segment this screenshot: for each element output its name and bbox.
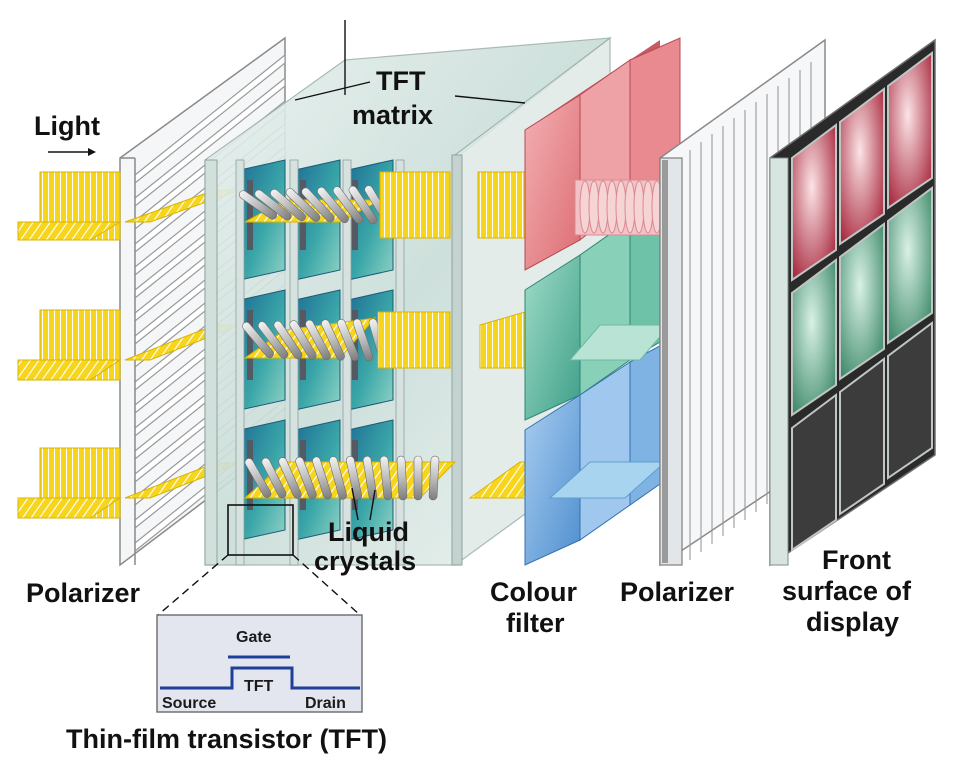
liquid-crystal-rod: [336, 319, 360, 361]
inset-gate-label: Gate: [236, 629, 272, 646]
liquid-crystals-label-1: Liquid: [328, 517, 409, 547]
tft-electrode: [352, 310, 358, 380]
liquid-crystal-rod: [428, 455, 440, 501]
tft-electrode: [247, 310, 253, 380]
tft-inset: Gate TFT Source Drain: [156, 614, 363, 713]
display-pixel: [839, 87, 885, 246]
liquid-crystal-rod: [317, 186, 349, 224]
liquid-crystal-rod: [352, 318, 374, 362]
colour-filter-label-2: filter: [506, 608, 565, 638]
liquid-crystal-rod: [242, 321, 274, 359]
liquid-crystal-rod: [285, 188, 321, 222]
colour-filter-label-1: Colour: [490, 577, 577, 607]
tft-electrode: [247, 440, 253, 510]
display-pixel: [791, 393, 837, 552]
inset-drain-label: Drain: [305, 695, 346, 712]
liquid-crystal-rod: [345, 456, 363, 500]
display-pixel: [839, 357, 885, 516]
liquid-crystal-rod: [332, 186, 364, 224]
front-display: [769, 38, 936, 567]
front-surface-label-2: surface of: [782, 576, 912, 606]
electrode-strip: [342, 159, 352, 566]
display-pixel: [887, 51, 933, 210]
caption: Thin-film transistor (TFT): [66, 724, 387, 754]
liquid-crystal-rod: [289, 320, 317, 360]
display-pixel: [887, 321, 933, 480]
liquid-crystals-label-2: crystals: [314, 546, 416, 576]
polarizer-slat: [134, 53, 286, 184]
polarizer-slat: [134, 76, 286, 207]
liquid-crystal-rod: [261, 457, 287, 499]
electrode-strip: [235, 159, 245, 566]
tft-matrix-label-2: matrix: [352, 100, 433, 130]
display-pixel: [839, 222, 885, 381]
liquid-crystal-rod: [244, 458, 272, 498]
display-pixel: [791, 258, 837, 417]
tft-matrix-label-1: TFT: [376, 66, 426, 96]
liquid-crystal-rod: [238, 190, 278, 220]
liquid-crystal-rod: [379, 455, 393, 501]
liquid-crystal-rod: [254, 189, 292, 221]
light-arrow: [48, 148, 96, 156]
light-label: Light: [34, 111, 100, 141]
display-pixel: [791, 123, 837, 282]
front-surface-label-3: display: [806, 607, 899, 637]
mid-light-beams: [377, 171, 526, 499]
inset-tft-label: TFT: [244, 678, 274, 695]
liquid-crystal-rod: [312, 456, 332, 500]
liquid-crystal-rod: [278, 457, 302, 499]
tft-electrode: [247, 180, 253, 250]
liquid-crystal-rod: [270, 188, 306, 222]
tft-matrix-pointer: [294, 20, 526, 104]
liquid-crystal-rod: [295, 456, 317, 500]
liquid-crystal-rod: [413, 455, 423, 501]
liquid-crystal-rod: [273, 320, 303, 360]
liquid-crystals-pointer: [351, 487, 376, 521]
inset-source-label: Source: [162, 695, 216, 712]
liquid-crystal-rod: [396, 455, 408, 501]
electrode-strip: [289, 159, 299, 566]
front-surface-label-1: Front: [822, 545, 891, 575]
tft-zoom-box: [157, 504, 361, 616]
liquid-crystal-rod: [301, 187, 335, 223]
liquid-crystal-rod: [257, 321, 289, 359]
display-pixel: [887, 186, 933, 345]
liquid-crystal-rod: [305, 319, 331, 361]
liquid-crystal-rod: [348, 185, 378, 225]
liquid-crystal-rod: [329, 456, 347, 500]
liquid-crystal-rod: [321, 319, 345, 361]
right-polarizer-label: Polarizer: [620, 577, 735, 607]
left-polarizer-label: Polarizer: [26, 578, 141, 608]
liquid-crystal-rods: [238, 185, 457, 501]
